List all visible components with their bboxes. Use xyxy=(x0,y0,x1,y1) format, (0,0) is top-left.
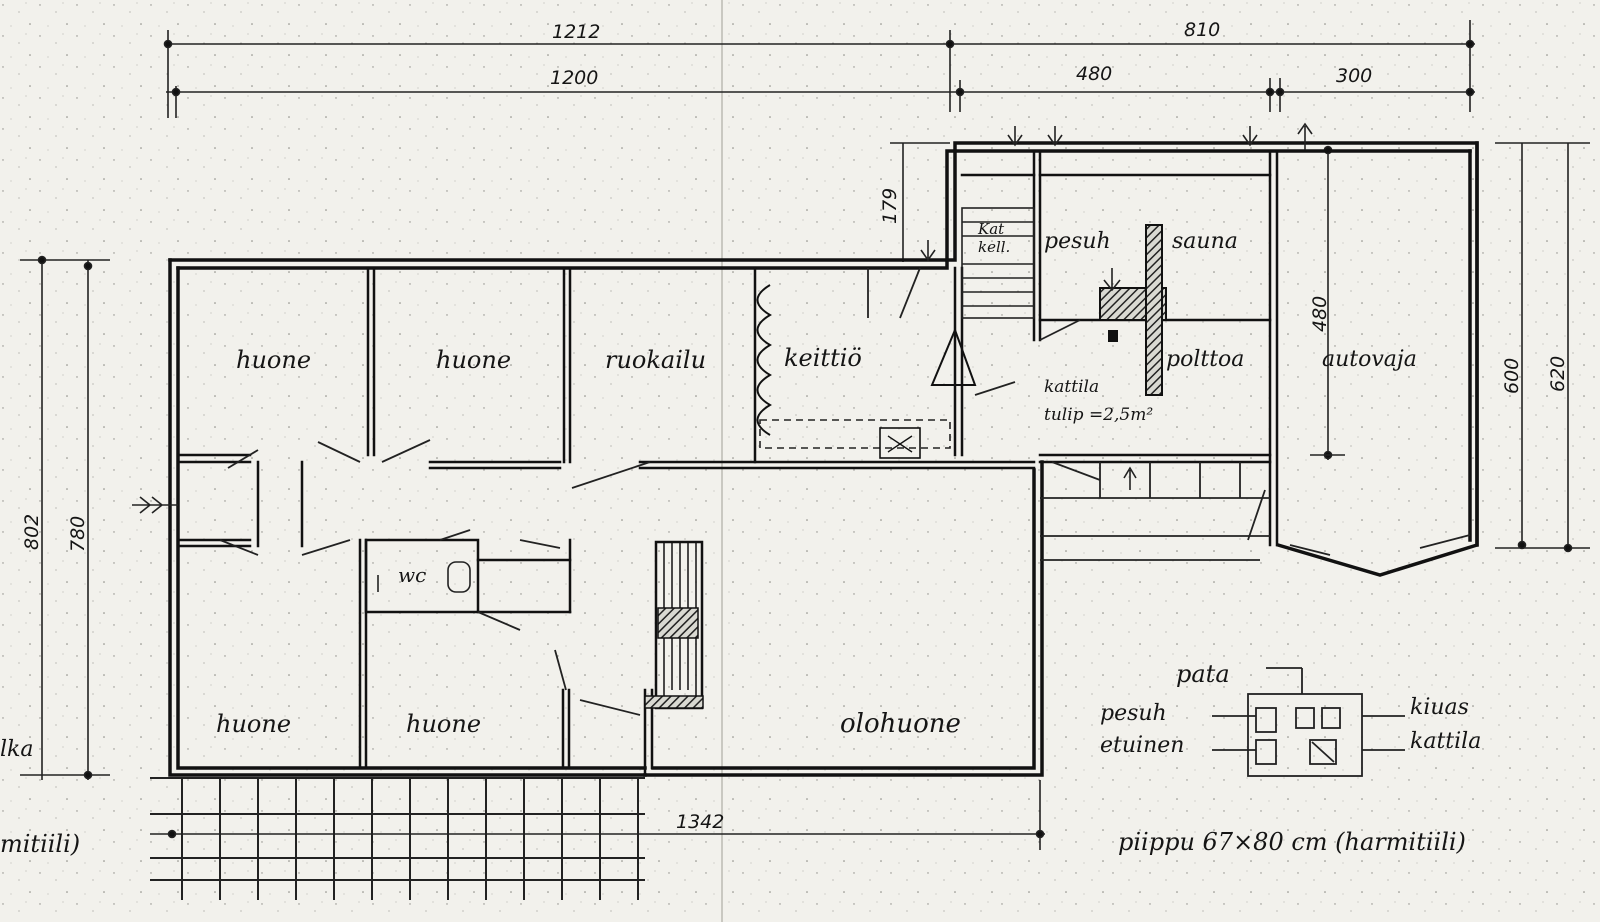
dim-left-outer: 802 xyxy=(21,514,43,550)
kitchen-hood xyxy=(930,327,977,386)
legend-pesuh: pesuh xyxy=(1100,701,1167,726)
room-label-wc: wc xyxy=(398,563,426,587)
chimney-legend: pata pesuh etuinen kiuas kattila xyxy=(1100,660,1481,777)
room-label-living: olohuone xyxy=(840,709,961,739)
note-left-fragment-2: mitiili) xyxy=(0,830,80,858)
door-swings xyxy=(219,267,1471,716)
legend-kattila: kattila xyxy=(1410,729,1481,754)
main-stairs xyxy=(644,540,704,710)
room-label-cellar-prefix: Kat xyxy=(977,220,1005,238)
dim-top-mid: 480 xyxy=(1076,63,1112,85)
dim-bottom-total: 1342 xyxy=(676,811,724,833)
legend-pata: pata xyxy=(1176,660,1230,688)
dim-small-vertical: 179 xyxy=(879,188,901,224)
dimension-lines xyxy=(20,20,1590,850)
room-label-dining: ruokailu xyxy=(605,346,706,374)
room-label-garage: autovaja xyxy=(1322,347,1417,372)
room-label-wash: pesuh xyxy=(1044,229,1111,254)
room-label-sauna: sauna xyxy=(1172,229,1238,254)
room-label-bedroom-4: huone xyxy=(406,710,481,738)
entrance-arrows xyxy=(132,122,1313,514)
dim-left-inner: 780 xyxy=(67,516,89,552)
dim-right-outer: 620 xyxy=(1547,356,1569,392)
porch-deck xyxy=(150,777,645,900)
room-label-boiler: polttoa xyxy=(1166,347,1244,372)
room-label-kitchen: keittiö xyxy=(784,344,862,372)
cellar-stairs xyxy=(961,207,1035,319)
dim-top-right: 300 xyxy=(1336,65,1372,87)
room-label-boiler-note-2: tulip =2,5m² xyxy=(1044,405,1153,425)
terrace xyxy=(1040,462,1270,561)
note-left-fragment-1: lka xyxy=(0,737,33,762)
dim-top-left: 1200 xyxy=(550,67,598,89)
room-label-cellar: kell. xyxy=(978,238,1010,256)
exterior-walls xyxy=(168,141,1479,777)
room-label-bedroom-1: huone xyxy=(236,346,311,374)
wc-fixture xyxy=(377,561,471,593)
chimney-block xyxy=(1099,224,1167,396)
note-piping: piippu 67×80 cm (harmitiili) xyxy=(1118,828,1466,856)
legend-stairs: etuinen xyxy=(1100,733,1184,758)
dim-right-room: 480 xyxy=(1309,296,1331,332)
kitchen-counter xyxy=(759,419,951,459)
legend-kiuas: kiuas xyxy=(1410,695,1469,720)
kitchen-divider xyxy=(756,284,772,436)
room-label-bedroom-3: huone xyxy=(216,710,291,738)
dim-top-right-total: 810 xyxy=(1184,19,1220,41)
room-label-boiler-note-1: kattila xyxy=(1044,377,1099,397)
room-label-bedroom-2: huone xyxy=(436,346,511,374)
dim-right-inner: 600 xyxy=(1501,358,1523,394)
dim-top-total: 1212 xyxy=(552,21,600,43)
